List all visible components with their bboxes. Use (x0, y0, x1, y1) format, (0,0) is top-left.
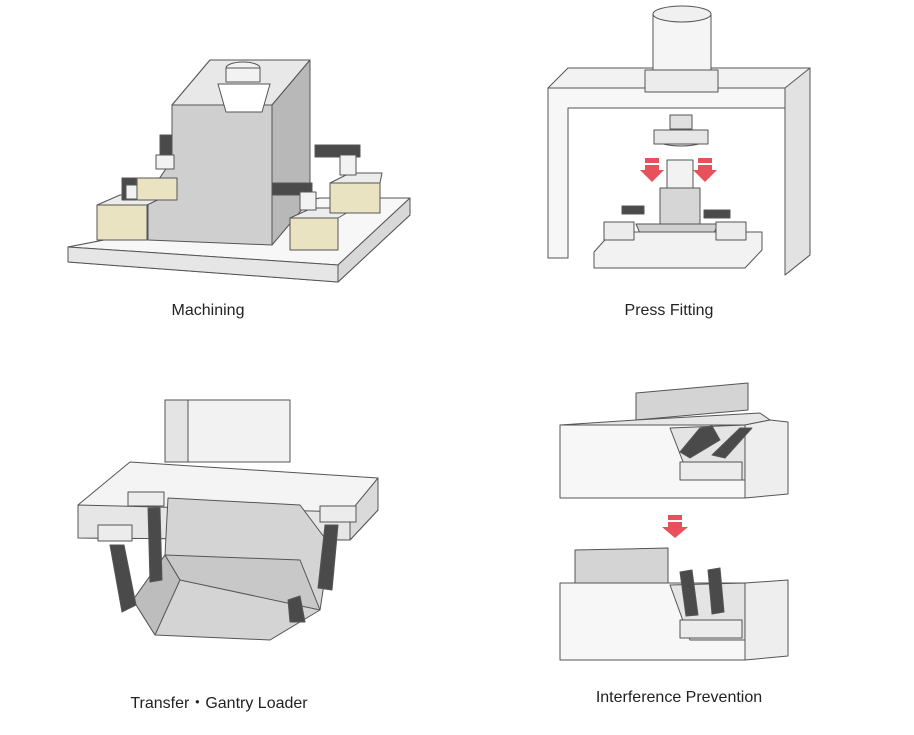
interference-before (559, 382, 789, 499)
press-clamp-right (715, 221, 747, 241)
caption-machining: Machining (171, 302, 245, 319)
down-arrow-icon (662, 515, 688, 538)
caption-press-fitting: Press Fitting (624, 302, 714, 319)
press-cylinder (644, 5, 719, 147)
caption-interference: Interference Prevention (595, 689, 763, 706)
gantry-clamp-right (287, 505, 357, 623)
machining-clamp-right-back (314, 144, 383, 214)
machining-clamp-right-front (271, 182, 356, 251)
gantry-clamp-left (97, 491, 165, 613)
down-arrow-icon (640, 158, 717, 182)
interference-after (559, 547, 789, 661)
machining-clamp-left-back (136, 134, 178, 201)
press-clamp-left (603, 221, 635, 241)
caption-transfer: Transfer・Gantry Loader (130, 695, 308, 712)
